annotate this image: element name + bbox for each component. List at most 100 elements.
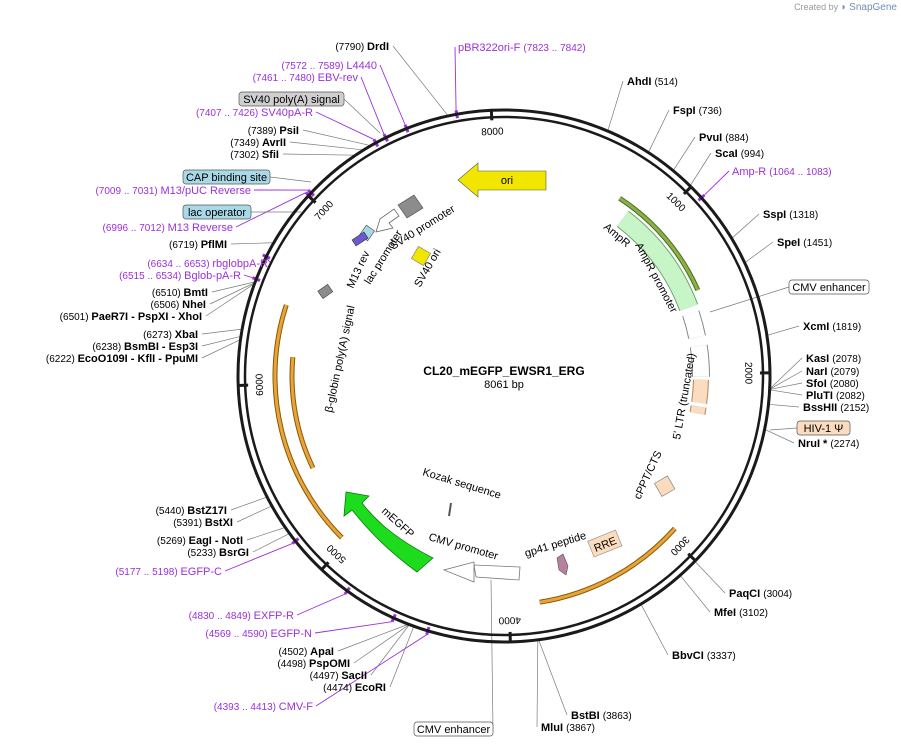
site-name: DrdI [367, 41, 389, 53]
restriction-site-label[interactable]: (7790) DrdI [335, 41, 389, 53]
restriction-site-label[interactable]: ScaI (994) [715, 148, 764, 160]
restriction-site-label[interactable]: AhdI (514) [627, 76, 678, 88]
restriction-site-label[interactable]: SspI (1318) [763, 209, 818, 221]
restriction-site-label[interactable]: MluI (3867) [541, 722, 595, 734]
site-name: BmtI [184, 287, 208, 299]
primer-label[interactable]: (7009 .. 7031) M13/pUC Reverse [95, 185, 251, 197]
feature-ltr-white[interactable] [690, 344, 709, 377]
restriction-site-label[interactable]: (7349) AvrII [230, 137, 286, 149]
primer-name: SV40pA-R [261, 107, 313, 119]
site-position: (7790) [335, 42, 367, 53]
restriction-site-label[interactable]: (4498) PspOMI [277, 658, 350, 670]
restriction-site-label[interactable]: (6238) BsmBI - Esp3I [92, 341, 198, 353]
lac-operator-box[interactable]: lac operator [182, 204, 252, 220]
restriction-site-label[interactable]: PluTI (2082) [806, 390, 865, 402]
cmv-enhancer-bottom-box[interactable]: CMV enhancer [413, 721, 494, 737]
restriction-site-label[interactable]: PaqCI (3004) [729, 588, 792, 600]
restriction-site-label[interactable]: SpeI (1451) [777, 237, 832, 249]
feature-gp41-arrow[interactable] [556, 553, 569, 576]
box-leader-line [343, 98, 381, 134]
restriction-site-label[interactable]: (5233) BsrGI [187, 547, 249, 559]
primer-label[interactable]: pBR322ori-F (7823 .. 7842) [458, 42, 586, 54]
site-name: MfeI [714, 607, 739, 619]
primer-label[interactable]: (4393 .. 4413) CMV-F [214, 701, 314, 713]
primer-label[interactable]: (7461 .. 7480) EBV-rev [253, 72, 359, 84]
feature-ampr-promoter-band[interactable] [683, 310, 705, 339]
primer-label[interactable]: (7572 .. 7589) L4440 [281, 60, 377, 72]
restriction-site-label[interactable]: (6506) NheI [150, 299, 206, 311]
restriction-site-label[interactable]: (6222) EcoO109I - KflI - PpuMI [46, 353, 198, 365]
site-position: (7389) [248, 126, 280, 137]
sv40-polya-box[interactable]: SV40 poly(A) signal [238, 91, 345, 107]
restriction-site-label[interactable]: (6719) PflMI [169, 239, 227, 251]
restriction-site-label[interactable]: MfeI (3102) [714, 607, 768, 619]
feature-m13-rev-arrow[interactable] [351, 231, 369, 247]
feature-ampr-band[interactable] [617, 211, 698, 311]
restriction-site-label[interactable]: (7389) PsiI [248, 125, 299, 137]
restriction-site-label[interactable]: (4502) ApaI [278, 646, 334, 658]
hiv-psi-box[interactable]: HIV-1 Ψ [796, 420, 851, 436]
primer-label[interactable]: (6515 .. 6534) Bglob-pA-R [119, 270, 241, 282]
site-leader-line [538, 639, 568, 716]
primer-label[interactable]: (6996 .. 7012) M13 Reverse [103, 222, 233, 234]
primer-leader-line [314, 621, 393, 634]
restriction-site-label[interactable]: NruI * (2274) [798, 438, 859, 450]
restriction-site-label[interactable]: NarI (2079) [806, 366, 859, 378]
restriction-site-label[interactable]: (4474) EcoRI [323, 682, 386, 694]
primer-leader-line [379, 64, 406, 125]
orf-arc-ampr[interactable] [618, 197, 700, 291]
restriction-site-label[interactable]: (5440) BstZ17I [156, 505, 227, 517]
restriction-site-label[interactable]: (5391) BstXI [173, 517, 233, 529]
feature-cmv-promoter-head[interactable] [442, 561, 475, 583]
restriction-site-label[interactable]: (5269) EagI - NotI [157, 535, 243, 547]
primer-label[interactable]: Amp-R (1064 .. 1083) [732, 166, 832, 178]
site-name: PflMI [201, 239, 227, 251]
feature-sv40-promoter-arrow[interactable] [375, 208, 400, 233]
cmv-enhancer-right-box[interactable]: CMV enhancer [788, 279, 870, 295]
restriction-site-label[interactable]: BstBI (3863) [571, 710, 632, 722]
cap-site-box[interactable]: CAP binding site [182, 169, 271, 185]
feature-cmv-promoter[interactable] [473, 564, 521, 581]
primer-label[interactable]: (6634 .. 6653) rbglobpA-R [147, 258, 268, 270]
feature-beta-globin-box[interactable] [317, 283, 334, 299]
restriction-site-label[interactable]: XcmI (1819) [803, 321, 861, 333]
restriction-site-label[interactable]: BssHII (2152) [803, 402, 869, 414]
orf-arc-egfp-outer[interactable] [273, 304, 343, 539]
restriction-site-label[interactable]: (6501) PaeR7I - PspXI - XhoI [60, 311, 202, 323]
box-text: HIV-1 Ψ [804, 423, 844, 435]
feature-ltr-band[interactable] [692, 379, 708, 404]
site-name: PaqCI [729, 588, 763, 600]
restriction-site-label[interactable]: BbvCI (3337) [672, 650, 736, 662]
restriction-site-label[interactable]: PvuI (884) [699, 132, 749, 144]
feature-arcs [272, 196, 710, 605]
primer-label[interactable]: (4569 .. 4590) EGFP-N [205, 628, 312, 640]
feature-psi-band[interactable] [690, 405, 706, 415]
primer-label[interactable]: (7407 .. 7426) SV40pA-R [196, 107, 313, 119]
primer-name: Bglob-pA-R [184, 270, 241, 282]
tick-label: 1000 [664, 191, 688, 215]
feature-sv40-ori[interactable] [411, 246, 431, 266]
site-name: BbvCI [672, 650, 707, 662]
box-leader-line [769, 427, 798, 431]
restriction-site-label[interactable]: KasI (2078) [806, 353, 861, 365]
restriction-site-label[interactable]: (6510) BmtI [152, 287, 208, 299]
feature-cppt-box[interactable] [654, 475, 676, 497]
orf-arc-egfp-inner[interactable] [290, 357, 315, 469]
restriction-site-label[interactable]: SfoI (2080) [806, 378, 859, 390]
feature-rre[interactable]: RRE [587, 529, 623, 558]
restriction-site-label[interactable]: (6273) XbaI [143, 329, 198, 341]
restriction-site-label[interactable]: FspI (736) [673, 105, 722, 117]
restriction-site-label[interactable]: (7302) SfiI [230, 149, 279, 161]
orf-arc-ltr-rre[interactable] [539, 527, 676, 604]
feature-megfp[interactable] [343, 491, 434, 573]
restriction-site-label[interactable]: (4497) SacII [310, 670, 367, 682]
box-background [796, 420, 851, 436]
site-leader-line [230, 496, 268, 511]
site-name: EcoO109I - KflI - PpuMI [78, 353, 198, 365]
feature-ori[interactable] [457, 162, 547, 198]
tick-mark [307, 194, 317, 204]
plasmid-name: CL20_mEGFP_EWSR1_ERG [423, 364, 584, 378]
primer-label[interactable]: (4830 .. 4849) EXFP-R [189, 610, 294, 622]
primer-label[interactable]: (5177 .. 5198) EGFP-C [115, 566, 222, 578]
feature-sv40-promoter[interactable] [397, 194, 424, 219]
